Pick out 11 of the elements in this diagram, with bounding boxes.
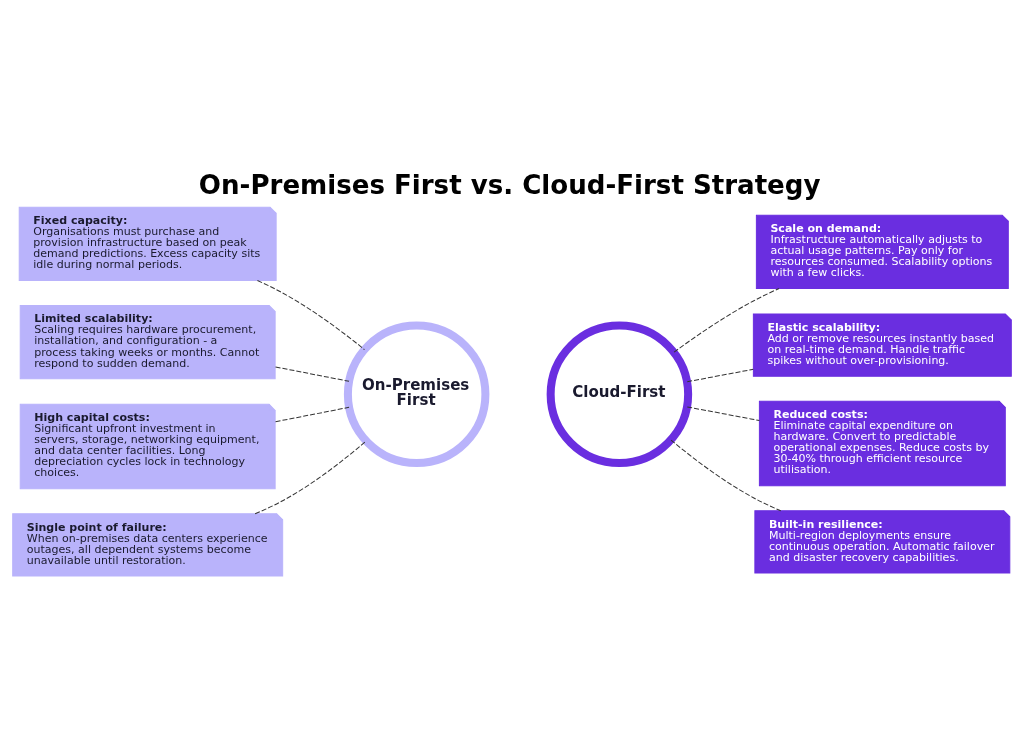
connector — [254, 440, 367, 515]
connector — [670, 439, 782, 512]
connector — [256, 280, 365, 351]
node-circle: Cloud-First — [546, 321, 693, 468]
connector — [275, 406, 350, 423]
node-circle: On-Premises First — [343, 321, 490, 468]
diagram-title: On-Premises First vs. Cloud-First Strategy — [198, 169, 821, 200]
connector — [686, 368, 754, 383]
connector — [686, 406, 760, 421]
connector — [275, 366, 350, 382]
connector — [673, 288, 780, 353]
